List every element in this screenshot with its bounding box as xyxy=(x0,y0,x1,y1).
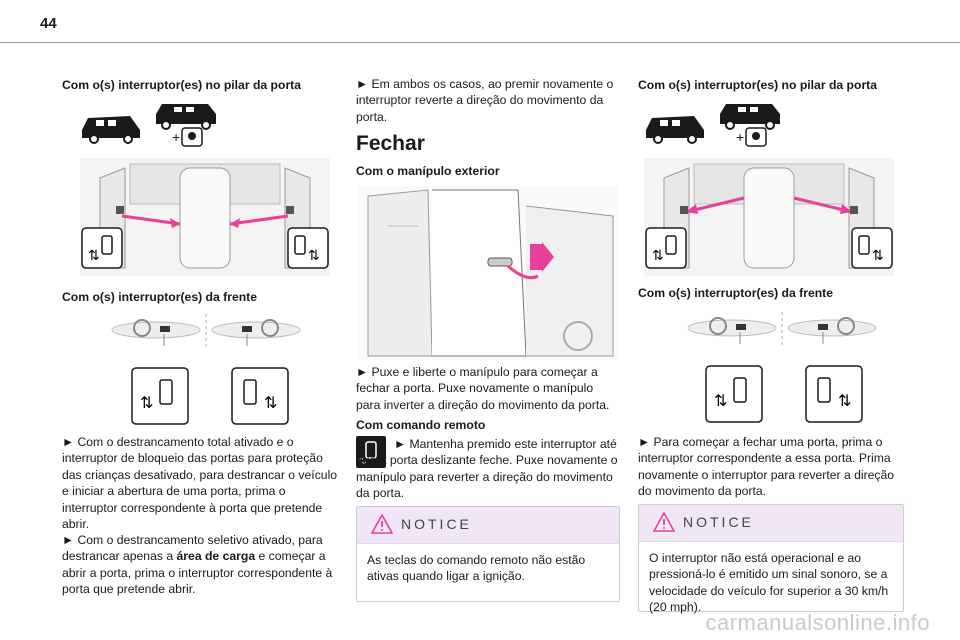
svg-text:⇅: ⇅ xyxy=(838,391,851,410)
notice-text: O interruptor não está operacional e ao … xyxy=(649,551,889,615)
notice-remote: NOTICE As teclas do comando remoto não e… xyxy=(356,506,620,602)
remote-control-icon: ⇅ xyxy=(356,436,386,468)
vehicle-icons: + xyxy=(82,104,216,147)
van-icon-2 xyxy=(156,104,216,130)
notice-title: NOTICE xyxy=(401,516,472,532)
switch-icon-left: ⇅ xyxy=(645,227,687,269)
van-icon xyxy=(82,116,140,144)
svg-text:⇅: ⇅ xyxy=(140,393,153,412)
switch-icon-right: ⇅ xyxy=(851,227,893,269)
paragraph-reverse: ► Em ambos os casos, ao premir novamente… xyxy=(356,77,614,124)
dashboard-figure xyxy=(687,312,877,348)
notice-title: NOTICE xyxy=(683,514,754,530)
exterior-handle-figure xyxy=(358,186,618,360)
notice-header: NOTICE xyxy=(357,507,619,544)
arrow-right xyxy=(229,214,289,226)
switch-icon-left: ⇅ xyxy=(705,365,763,423)
van-icon xyxy=(646,116,704,144)
warning-icon xyxy=(371,514,393,534)
switch-icon-left: ⇅ xyxy=(81,227,123,269)
switch-icon-right: ⇅ xyxy=(231,367,289,425)
svg-text:⇅: ⇅ xyxy=(714,391,727,410)
heading-exterior-handle: Com o manípulo exterior xyxy=(356,164,500,178)
child-lock-icon xyxy=(181,127,203,147)
switch-icon-right: ⇅ xyxy=(805,365,863,423)
heading-front-switch-close: Com o(s) interruptor(es) da frente xyxy=(638,286,834,300)
vehicle-icons: + xyxy=(646,104,780,147)
switch-icon-right: ⇅ xyxy=(287,227,329,269)
top-rule xyxy=(0,42,960,43)
heading-door-pillar-switch: Com o(s) interruptor(es) no pilar da por… xyxy=(62,78,302,92)
notice-text: As teclas do comando remoto não estão at… xyxy=(367,553,586,584)
paragraph-selective-unlock: ► Com o destrancamento seletivo ativado,… xyxy=(62,533,333,597)
heading-front-switch: Com o(s) interruptor(es) da frente xyxy=(62,290,258,304)
pull-arrow xyxy=(507,264,539,280)
warning-icon xyxy=(653,512,675,532)
svg-text:⇅: ⇅ xyxy=(264,393,277,412)
svg-text:⇅: ⇅ xyxy=(652,248,664,264)
paragraph-remote-hold: ► Mantenha premido este interruptor até … xyxy=(356,437,618,501)
arrow-left xyxy=(121,214,181,226)
svg-text:⇅: ⇅ xyxy=(88,248,100,264)
paragraph-pull-handle: ► Puxe e liberte o manípulo para começar… xyxy=(356,365,610,412)
child-lock-icon xyxy=(745,127,767,147)
front-switch-icons: ⇅ ⇅ xyxy=(705,365,863,423)
notice-switch: NOTICE O interruptor não está operaciona… xyxy=(638,504,904,614)
van-icon-2 xyxy=(720,104,780,130)
door-pillar-figure: ⇅ ⇅ xyxy=(80,158,330,276)
heading-door-pillar-switch-close: Com o(s) interruptor(es) no pilar da por… xyxy=(638,78,878,92)
remote-control-block: ⇅ ► Mantenha premido este interruptor at… xyxy=(356,436,618,500)
svg-text:⇅: ⇅ xyxy=(359,457,367,467)
dashboard-figure xyxy=(111,314,301,350)
keyword-cargo-area: área de carga xyxy=(176,549,256,564)
section-title-close: Fechar xyxy=(356,132,425,155)
svg-text:⇅: ⇅ xyxy=(872,248,884,264)
switch-icon-left: ⇅ xyxy=(131,367,189,425)
svg-text:+: + xyxy=(736,129,744,145)
watermark: carmanualsonline.info xyxy=(705,610,930,635)
paragraph-total-unlock: ► Com o destrancamento total ativado e o… xyxy=(62,435,338,532)
front-switch-icons: ⇅ ⇅ xyxy=(131,367,289,425)
page-number: 44 xyxy=(40,15,57,32)
heading-remote-control: Com comando remoto xyxy=(356,418,486,432)
paragraph-close-switch: ► Para começar a fechar uma porta, prima… xyxy=(638,435,895,499)
svg-text:⇅: ⇅ xyxy=(308,248,320,264)
notice-header: NOTICE xyxy=(639,505,903,542)
svg-text:+: + xyxy=(172,129,180,145)
door-pillar-figure-close: ⇅ ⇅ xyxy=(644,158,894,276)
